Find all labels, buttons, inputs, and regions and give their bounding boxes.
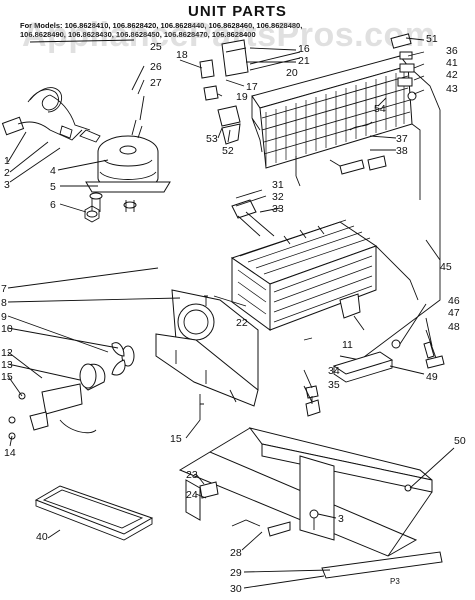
callout-31: 31 (272, 179, 284, 191)
callout-8: 8 (1, 297, 7, 309)
callout-45: 45 (440, 261, 452, 273)
callout-35: 35 (328, 379, 340, 391)
callout-21: 21 (298, 55, 310, 67)
callout-38: 38 (396, 145, 408, 157)
callout-14: 14 (4, 447, 16, 459)
callout-33: 33 (272, 203, 284, 215)
compressor-part (84, 119, 171, 223)
callout-3: 3 (4, 179, 10, 191)
callout-25: 25 (150, 41, 162, 53)
callout-15-lower: 15 (170, 433, 182, 445)
callout-54: 54 (374, 103, 386, 115)
power-cord-part (1, 87, 101, 143)
callout-7: 7 (1, 283, 7, 295)
callout-9: 9 (1, 311, 7, 323)
callout-20: 20 (286, 67, 298, 79)
drier-part (295, 121, 387, 187)
callout-28: 28 (230, 547, 242, 559)
callout-36: 36 (446, 45, 458, 57)
condenser-fan-motor-part (8, 342, 204, 440)
drain-pan-part (34, 485, 154, 541)
evaporator-coil-part (230, 199, 419, 331)
condenser-coil-part (251, 33, 441, 361)
callout-2: 2 (4, 167, 10, 179)
condenser-fan-bracket-part (199, 39, 301, 145)
callout-41: 41 (446, 57, 458, 69)
callout-46: 46 (448, 295, 460, 307)
callout-labels: 1 2 3 4 5 6 7 8 9 10 11 12 13 14 15 15 1… (1, 33, 466, 595)
callout-16: 16 (298, 43, 310, 55)
callout-48: 48 (448, 321, 460, 333)
callout-34: 34 (328, 365, 340, 377)
model-list-line-1: For Models: 106.8628410, 106.8628420, 10… (20, 21, 303, 30)
base-frame-part (178, 427, 443, 579)
callout-29: 29 (230, 567, 242, 579)
back-panel-part (155, 289, 259, 407)
model-list-line-2: 106.8628490, 106.8628430, 106.8628450, 1… (20, 30, 256, 39)
callout-37: 37 (396, 133, 408, 145)
callout-18: 18 (176, 49, 188, 61)
callout-47: 47 (448, 307, 460, 319)
callout-30: 30 (230, 583, 242, 595)
callout-42: 42 (446, 69, 458, 81)
callout-11: 11 (342, 339, 353, 351)
callout-26: 26 (150, 61, 162, 73)
diagram-title: UNIT PARTS (188, 3, 287, 20)
callout-19: 19 (236, 91, 248, 103)
callout-17: 17 (246, 81, 258, 93)
callout-6: 6 (50, 199, 56, 211)
callout-27: 27 (150, 77, 162, 89)
leader-lines (7, 37, 455, 589)
callout-50: 50 (454, 435, 466, 447)
model-list: For Models: 106.8628410, 106.8628420, 10… (20, 21, 470, 39)
right-small-parts (305, 339, 445, 417)
callout-23: 23 (186, 469, 198, 481)
callout-51: 51 (426, 33, 438, 45)
callout-40: 40 (36, 531, 48, 543)
callout-43: 43 (446, 83, 458, 95)
callout-12: 12 (1, 347, 13, 359)
callout-10: 10 (1, 323, 13, 335)
callout-5: 5 (50, 181, 56, 193)
callout-53: 53 (206, 133, 218, 145)
callout-24: 24 (186, 489, 198, 501)
callout-13: 13 (1, 359, 13, 371)
callout-49: 49 (426, 371, 438, 383)
callout-22: 22 (236, 317, 248, 329)
callout-4: 4 (50, 165, 56, 177)
page-code: P3 (390, 577, 400, 586)
callout-52: 52 (222, 145, 234, 157)
callout-3-base: 3 (338, 513, 344, 525)
callout-15-left: 15 (1, 371, 13, 383)
callout-32: 32 (272, 191, 284, 203)
callout-1: 1 (4, 155, 10, 167)
